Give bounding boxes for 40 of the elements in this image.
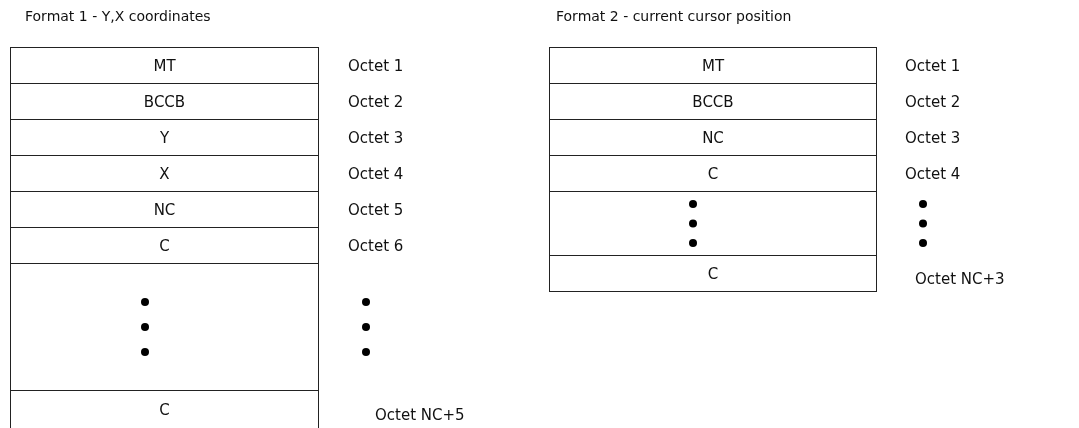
field-name: NC [153,200,176,219]
field-name: C [159,236,170,255]
table-row [10,227,319,264]
octet-label: Octet NC+5 [375,406,465,424]
table-row [10,155,319,192]
field-name: BCCB [692,92,734,111]
table-row [549,255,877,292]
octet-label: Octet 4 [905,164,961,183]
field-name: X [159,164,170,183]
octet-label: Octet 6 [348,236,404,255]
table-row [10,390,319,428]
format-heading: Format 1 - Y,X coordinates [25,8,211,24]
octet-label: Octet 4 [348,164,404,183]
format-heading: Format 2 - current cursor position [556,8,792,24]
field-name: C [707,164,719,183]
table-row [10,47,319,84]
octet-label: Octet 1 [348,56,404,75]
field-name: Y [159,128,170,147]
table-row [10,83,319,120]
table-row [10,119,319,156]
field-name: MT [153,56,176,75]
field-name: BCCB [143,92,186,111]
octet-label: Octet 3 [905,128,961,147]
table-row [549,83,877,120]
field-name: NC [702,128,724,147]
octet-label: Octet 5 [348,200,404,219]
table-row [10,263,319,391]
table-row [549,191,877,256]
octet-label: Octet 1 [905,56,961,75]
table-row [549,47,877,84]
octet-label: Octet 2 [348,92,404,111]
table-row [10,191,319,228]
field-name: C [159,401,170,419]
table-row [549,119,877,156]
octet-label: Octet 2 [905,92,961,111]
octet-label: Octet 3 [348,128,404,147]
octet-label: Octet NC+3 [915,269,1005,288]
field-name: C [707,264,719,283]
field-name: MT [701,56,725,75]
table-row [549,155,877,192]
